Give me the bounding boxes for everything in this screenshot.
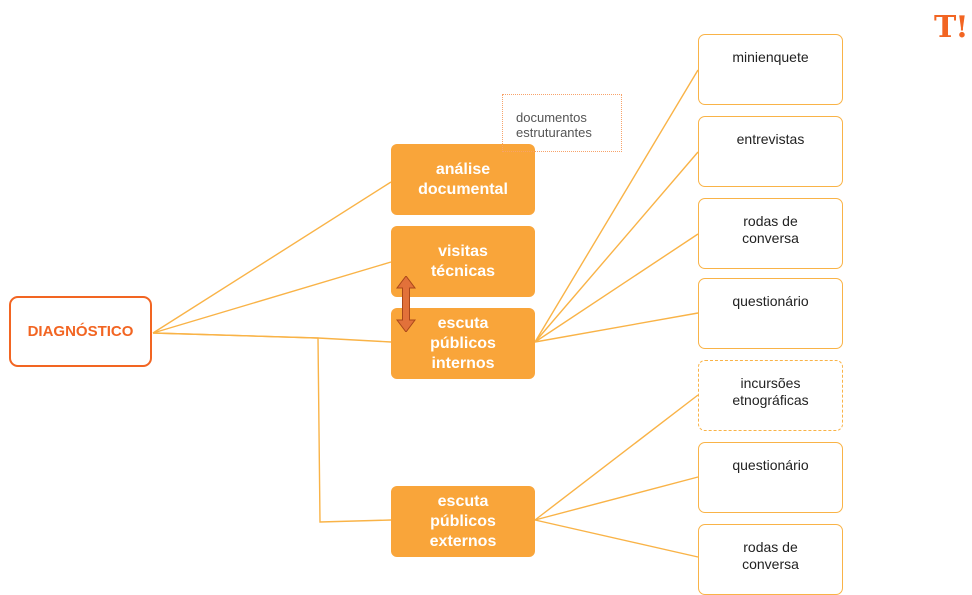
method-minienquete[interactable]: minienquete [698,34,843,105]
connector-internos-questionario [534,312,699,343]
method-questionario-internos[interactable]: questionário [698,278,843,349]
category-escuta-publicos-externos[interactable]: escuta públicos externos [391,486,535,557]
connector-root-externos [152,332,392,523]
connector-externos-rodas [534,519,699,558]
connector-root-analise [152,181,392,334]
category-analise-documental[interactable]: análise documental [391,144,535,215]
connector-externos-incursoes [534,394,699,521]
root-node-diagnostico[interactable]: DIAGNÓSTICO [9,296,152,367]
method-questionario-externos[interactable]: questionário [698,442,843,513]
brand-logo: T! [934,10,968,45]
category-visitas-tecnicas[interactable]: visitas técnicas [391,226,535,297]
connector-internos-entrevistas [534,151,699,343]
connector-externos-questionario [534,476,699,521]
method-rodas-de-conversa-internos[interactable]: rodas de conversa [698,198,843,269]
method-entrevistas[interactable]: entrevistas [698,116,843,187]
connector-internos-minienquete [534,69,699,343]
connector-internos-rodas [534,233,699,343]
connector-root-visitas [152,261,392,334]
method-incursoes-etnograficas[interactable]: incursões etnográficas [698,360,843,431]
double-arrow-icon [396,276,416,332]
note-documentos-estruturantes: documentos estruturantes [502,94,622,152]
method-rodas-de-conversa-externos[interactable]: rodas de conversa [698,524,843,595]
